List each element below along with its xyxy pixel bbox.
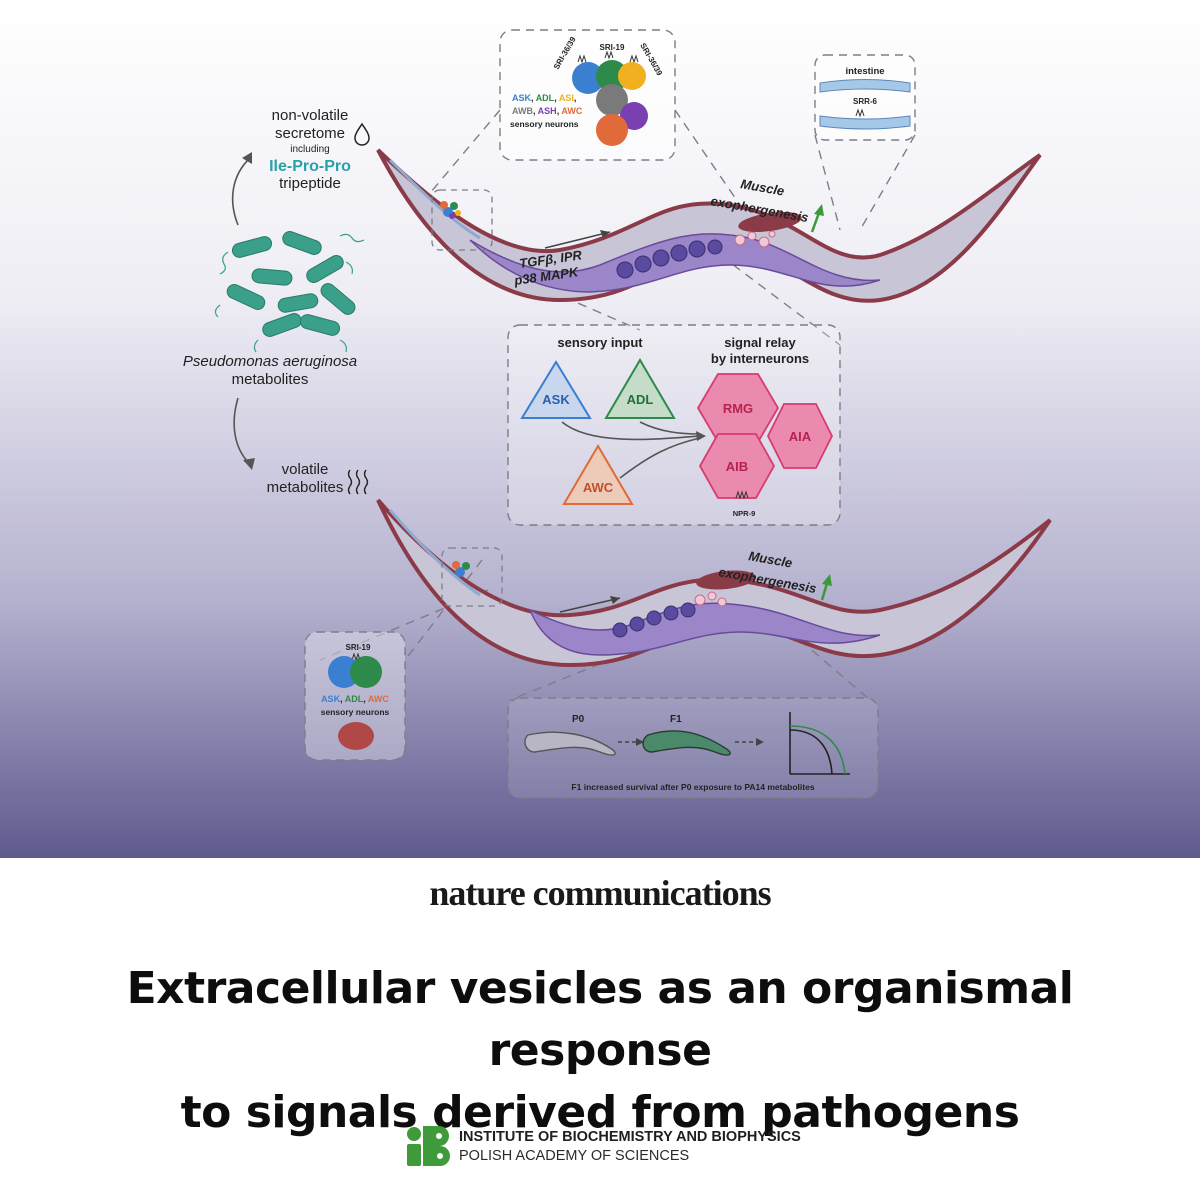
worm-top-intestine bbox=[469, 233, 881, 293]
arrow-up-curve-icon bbox=[231, 157, 251, 226]
aib-hexagon bbox=[698, 433, 776, 499]
droplet-icon bbox=[354, 122, 370, 146]
worm-bottom-neuron-cluster bbox=[452, 561, 470, 577]
bl-neuron-awc-label: AWC bbox=[368, 694, 389, 704]
neuron-ask-label: ASK bbox=[512, 93, 532, 103]
top-sensory-inset: SRI-36/39 SRI-19 SRI-36/39 ASK, ADL, ASI… bbox=[499, 29, 676, 161]
bottom-left-sensory-inset: SRI-19 ASK, ADL, AWC sensory neurons bbox=[304, 631, 406, 761]
intestine-label: intestine bbox=[845, 66, 884, 77]
f1-worm-icon bbox=[642, 730, 731, 756]
top-inset-caption: sensory neurons bbox=[510, 119, 579, 129]
arrow-down-curve-icon bbox=[233, 397, 249, 463]
bl-awc-dot bbox=[338, 722, 374, 750]
bl-adl-dot bbox=[350, 656, 382, 688]
srr6-receptor-label: SRR-6 bbox=[853, 97, 878, 106]
asi-neuron-dot bbox=[618, 62, 646, 90]
bl-sri19-label: SRI-19 bbox=[346, 643, 371, 652]
ask-neuron-dot bbox=[572, 62, 604, 94]
worm-top-neuron-cluster bbox=[440, 201, 461, 219]
neuron-adl-label: ADL bbox=[536, 93, 555, 103]
bl-neuron-ask-label: ASK bbox=[321, 694, 341, 704]
bl-neuron-adl-label: ADL bbox=[345, 694, 364, 704]
volatile-wavy-arrows-icon bbox=[347, 469, 369, 495]
neuron-awb-label: AWB bbox=[512, 106, 533, 116]
neurons-row1: ASK, ADL, ASI, bbox=[512, 93, 576, 103]
tripeptide-word: tripeptide bbox=[279, 175, 341, 192]
top-left-labels: non-volatile secretome including Ile-Pro… bbox=[183, 107, 370, 496]
worm-bottom-muscle-cell bbox=[696, 570, 756, 590]
awc-triangle bbox=[562, 444, 634, 505]
neuron-awc-label: AWC bbox=[561, 106, 582, 116]
headline: Extracellular vesicles as an organismal … bbox=[40, 958, 1160, 1144]
ask-triangle bbox=[520, 360, 592, 419]
institute-block: INSTITUTE OF BIOCHEMISTRY AND BIOPHYSICS… bbox=[405, 1124, 825, 1168]
p0-label: P0 bbox=[572, 714, 585, 725]
bacteria-line2: metabolites bbox=[232, 371, 309, 388]
institute-logo-icon bbox=[407, 1126, 450, 1166]
awb-neuron-dot bbox=[596, 84, 628, 116]
neural-circuit-inset: sensory input signal relay by interneuro… bbox=[507, 324, 841, 526]
bl-neurons-row: ASK, ADL, AWC bbox=[321, 694, 389, 704]
circuit-aib-label: AIB bbox=[726, 459, 748, 474]
journal-name: nature communications bbox=[429, 873, 771, 913]
relay-title-line1: signal relay bbox=[724, 335, 796, 350]
circuit-ask-label: ASK bbox=[542, 392, 570, 407]
adl-triangle bbox=[604, 358, 676, 419]
bl-inset-caption: sensory neurons bbox=[321, 707, 390, 717]
circuit-arrows bbox=[561, 421, 701, 479]
institute-academy: POLISH ACADEMY OF SCIENCES bbox=[459, 1148, 690, 1164]
headline-line1: Extracellular vesicles as an organismal … bbox=[126, 963, 1074, 1076]
adl-neuron-dot bbox=[596, 60, 628, 92]
sensory-input-title: sensory input bbox=[557, 335, 643, 350]
npr9-receptor-label: NPR-9 bbox=[733, 509, 756, 518]
awc-neuron-dot bbox=[596, 114, 628, 146]
relay-title-line2: by interneurons bbox=[711, 351, 809, 366]
neuron-ash-label: ASH bbox=[538, 106, 557, 116]
worm-top-embryos bbox=[616, 239, 723, 279]
survival-caption: F1 increased survival after P0 exposure … bbox=[571, 782, 814, 792]
nonvolatile-line2: secretome bbox=[275, 125, 345, 142]
worm-top-up-arrow-icon bbox=[810, 204, 824, 233]
bacteria-line1: Pseudomonas aeruginosa bbox=[183, 353, 357, 370]
worm-bottom: Muscle exophergenesis bbox=[376, 498, 1052, 668]
nonvolatile-line3: including bbox=[290, 144, 329, 155]
tripeptide-name: Ile-Pro-Pro bbox=[269, 158, 351, 175]
headline-line2: to signals derived from pathogens bbox=[180, 1087, 1020, 1138]
circuit-rmg-label: RMG bbox=[723, 401, 753, 416]
volatile-line1: volatile bbox=[282, 461, 329, 478]
worm-bottom-exophers bbox=[694, 591, 727, 607]
neurons-row2: AWB, ASH, AWC bbox=[512, 106, 583, 116]
worm-top-body bbox=[376, 148, 1042, 303]
bl-ask-dot bbox=[328, 656, 360, 688]
p0-worm-icon bbox=[524, 731, 616, 756]
circuit-awc-label: AWC bbox=[583, 480, 614, 495]
circuit-aia-label: AIA bbox=[789, 429, 812, 444]
graphical-abstract-figure: TGFβ, IPR p38 MAPK Muscle exophergenesis… bbox=[0, 0, 1200, 858]
bacteria-cluster-icon bbox=[214, 231, 365, 353]
f1-label: F1 bbox=[670, 714, 682, 725]
worm-bottom-embryos bbox=[612, 602, 696, 638]
circuit-adl-label: ADL bbox=[627, 392, 654, 407]
neuron-asi-label: ASI bbox=[559, 93, 574, 103]
survival-inset: P0 F1 F1 increased survival after P0 exp… bbox=[507, 697, 879, 799]
survival-curve-icon bbox=[789, 712, 850, 775]
aia-hexagon bbox=[766, 403, 834, 469]
nonvolatile-line1: non-volatile bbox=[272, 107, 349, 124]
worm-bottom-up-arrow-icon bbox=[820, 574, 832, 601]
worm-top-exophers bbox=[734, 230, 776, 248]
institute-name: INSTITUTE OF BIOCHEMISTRY AND BIOPHYSICS bbox=[459, 1129, 801, 1145]
worm-top: TGFβ, IPR p38 MAPK Muscle exophergenesis bbox=[376, 148, 1042, 303]
receptor-middle-label: SRI-19 bbox=[600, 43, 625, 52]
worm-top-muscle-cell bbox=[738, 212, 802, 232]
ash-neuron-dot bbox=[620, 102, 648, 130]
intestine-inset: intestine SRR-6 bbox=[814, 54, 916, 141]
volatile-line2: metabolites bbox=[267, 479, 344, 496]
